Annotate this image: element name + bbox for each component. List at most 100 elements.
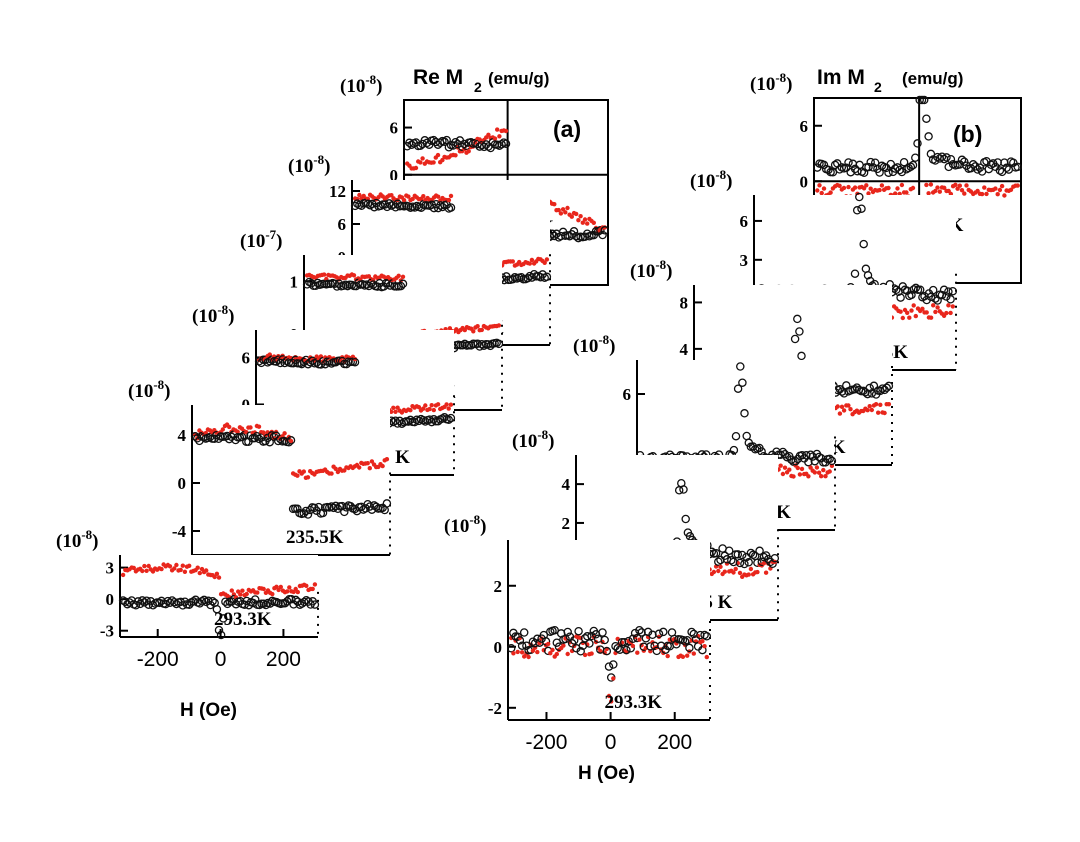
re-point <box>819 474 824 479</box>
re-point <box>984 191 989 197</box>
im-point <box>759 552 769 562</box>
im-point <box>542 272 552 282</box>
im-point <box>563 627 572 637</box>
im-point <box>729 445 739 455</box>
re-point <box>964 183 969 188</box>
im-point <box>908 160 918 170</box>
im-point <box>896 293 905 302</box>
im-point <box>267 431 277 440</box>
re-point <box>910 185 916 191</box>
re-point <box>214 571 220 576</box>
im-point <box>633 633 642 643</box>
re-point <box>408 408 413 413</box>
re-point <box>848 407 853 412</box>
y-exponent-label: (10-8) <box>750 70 793 95</box>
re-point <box>144 568 149 573</box>
re-point <box>817 183 822 188</box>
im-point <box>933 296 942 305</box>
im-point <box>915 95 924 105</box>
re-point <box>704 654 709 660</box>
im-point <box>250 433 260 443</box>
im-point <box>724 546 734 555</box>
re-point <box>565 651 570 657</box>
re-point <box>146 563 151 569</box>
im-point <box>363 199 373 209</box>
im-point <box>893 163 902 172</box>
im-point <box>250 595 260 604</box>
im-point <box>138 596 147 605</box>
im-point <box>841 163 851 173</box>
re-point <box>700 639 705 644</box>
im-point <box>501 139 511 148</box>
re-point <box>1002 193 1007 198</box>
im-point <box>626 644 635 653</box>
re-point <box>435 152 441 158</box>
re-point <box>519 650 525 655</box>
re-point <box>492 136 498 141</box>
im-point <box>199 595 209 605</box>
y-tick-label: 6 <box>390 119 399 138</box>
im-point <box>446 413 456 423</box>
re-point <box>448 193 454 199</box>
re-point <box>819 190 824 196</box>
im-point <box>957 155 967 165</box>
re-point <box>942 185 947 190</box>
im-point <box>1013 162 1022 172</box>
re-point <box>569 214 574 219</box>
re-point <box>928 182 934 187</box>
re-point <box>393 409 398 414</box>
im-point <box>672 640 681 649</box>
im-point <box>968 160 978 169</box>
re-point <box>691 651 696 656</box>
re-point <box>821 186 827 191</box>
im-point <box>515 636 525 645</box>
re-point <box>227 424 232 430</box>
im-point <box>227 597 237 606</box>
im-point <box>844 158 853 167</box>
im-point <box>255 600 264 610</box>
im-point <box>716 555 725 565</box>
y-tick-label: 8 <box>680 293 689 312</box>
im-point <box>852 206 862 215</box>
re-point <box>552 202 557 207</box>
im-point <box>604 662 614 671</box>
im-point <box>221 597 230 606</box>
re-point <box>580 220 585 225</box>
re-point <box>886 402 892 407</box>
re-point <box>865 408 870 413</box>
re-point <box>950 304 955 309</box>
im-point <box>334 279 344 288</box>
y-tick-label: 2 <box>562 514 571 533</box>
im-point <box>494 339 504 349</box>
im-point <box>193 434 202 443</box>
re-point <box>828 190 833 195</box>
re-point <box>878 402 883 407</box>
im-point <box>825 454 834 464</box>
re-point <box>554 651 559 657</box>
re-point <box>946 303 951 308</box>
re-point <box>611 676 616 681</box>
im-point <box>598 628 607 637</box>
y-exponent-label: (10-8) <box>512 427 555 452</box>
re-point <box>979 191 985 197</box>
re-point <box>900 315 905 321</box>
im-point <box>946 295 955 304</box>
re-point <box>999 183 1005 189</box>
re-point <box>238 592 243 597</box>
im-point <box>770 553 780 563</box>
re-point <box>391 405 396 410</box>
im-point <box>1009 158 1018 167</box>
re-point <box>846 184 851 190</box>
re-point <box>589 651 594 656</box>
panel-b-xlabel: H (Oe) <box>578 763 635 784</box>
im-point <box>410 203 420 212</box>
re-point <box>431 407 436 413</box>
subplot-235.5k: -404(10-8)235.5K <box>119 377 392 638</box>
re-point <box>959 188 965 193</box>
temperature-label: 235.5K <box>286 527 344 548</box>
im-point <box>827 456 837 466</box>
re-point <box>576 218 581 223</box>
im-point <box>942 292 951 301</box>
im-point <box>576 647 585 656</box>
im-point <box>659 627 668 637</box>
